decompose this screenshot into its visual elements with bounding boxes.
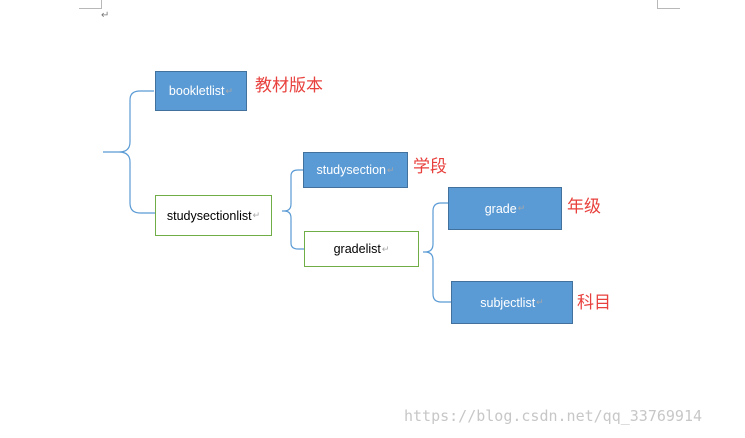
node-bookletlist: bookletlist↵ — [155, 71, 247, 111]
paragraph-mark: ↵ — [386, 164, 395, 175]
node-label: grade — [484, 201, 517, 216]
annotation-grade: 年级 — [567, 197, 601, 217]
bracket-gradelist — [423, 202, 451, 303]
paragraph-mark: ↵ — [225, 85, 234, 96]
node-label: gradelist — [333, 242, 381, 256]
page-corner-right — [657, 0, 680, 9]
page-corner-left — [79, 0, 102, 9]
node-label: studysection — [316, 163, 386, 177]
paragraph-mark: ↵ — [381, 243, 390, 254]
paragraph-mark: ↵ — [517, 203, 526, 213]
annotation-studysection: 学段 — [413, 157, 447, 177]
bracket-root — [103, 90, 155, 214]
node-grade: grade↵ — [448, 187, 562, 230]
node-subjectlist: subjectlist↵ — [451, 281, 573, 324]
node-label: studysectionlist — [166, 208, 252, 223]
node-label: bookletlist — [168, 84, 225, 98]
node-gradelist: gradelist↵ — [304, 231, 419, 267]
annotation-bookletlist: 教材版本 — [255, 76, 323, 96]
paragraph-mark: ↵ — [101, 10, 110, 21]
bracket-studysectionlist — [282, 169, 304, 250]
watermark: https://blog.csdn.net/qq_33769914 — [404, 407, 703, 425]
node-studysection: studysection↵ — [303, 152, 408, 188]
paragraph-mark: ↵ — [536, 297, 544, 307]
node-studysectionlist: studysectionlist↵ — [155, 195, 272, 236]
paragraph-mark: ↵ — [252, 210, 261, 220]
annotation-subjectlist: 科目 — [577, 293, 611, 313]
node-label: subjectlist — [480, 295, 536, 310]
